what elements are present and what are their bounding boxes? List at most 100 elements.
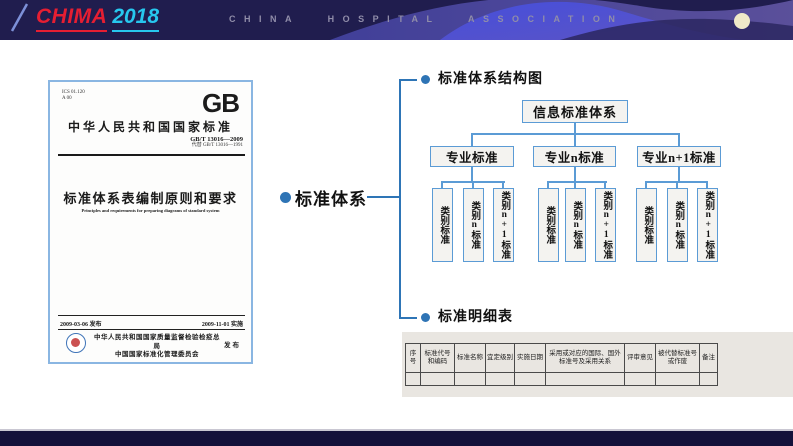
tree-connector	[678, 167, 680, 182]
cover-divider	[58, 154, 245, 156]
tree-connector	[574, 134, 576, 146]
tree-connector	[471, 167, 473, 182]
column-header: 实施日期	[514, 343, 546, 373]
footer-divider-line	[0, 429, 793, 431]
tree-connector	[604, 182, 606, 188]
ics-line2: A 00	[62, 96, 72, 101]
tree-root-box: 信息标准体系	[522, 100, 628, 123]
tree-connector	[706, 182, 708, 188]
tree-level3-box: 类别n+1标准	[595, 188, 616, 262]
standard-detail-table: 序号 标准代号和编码 标准名称 宜定级别 实施日期 采用或对应的国际、国外标准号…	[405, 343, 718, 386]
national-standard-banner: 中华人民共和国国家标准	[67, 120, 233, 134]
standard-code-block: GB/T 13016—2009 代替 GB/T 13016—1991	[190, 136, 243, 149]
aqsiq-emblem-icon	[66, 333, 86, 353]
header-wave-decoration	[10, 0, 793, 40]
cover-footer-divider-top	[58, 315, 245, 316]
tree-level3-box: 类别标准	[538, 188, 559, 262]
tree-connector	[471, 134, 473, 146]
tree-connector	[574, 122, 576, 134]
tree-connector	[547, 181, 607, 183]
tree-level3-box: 类别n+1标准	[697, 188, 718, 262]
table-cell	[699, 372, 718, 386]
publish-label: 发布	[224, 342, 241, 349]
table-cell	[405, 372, 421, 386]
standard-title-en: Principles and requirements for preparin…	[81, 208, 220, 213]
detail-bullet-icon	[421, 313, 430, 322]
tree-level3-label: 类别标准	[544, 206, 555, 244]
table-cell	[514, 372, 546, 386]
gb-logo-icon: GB	[202, 88, 240, 118]
slide-footer-bar	[0, 431, 793, 446]
date-row: 2009-03-06 发布 2009-11-01 实施	[60, 319, 243, 328]
structure-bullet-icon	[421, 75, 430, 84]
bracket-mid-line	[367, 196, 399, 198]
column-header: 采用或对应的国际、国外标准号及采用关系	[545, 343, 625, 373]
slash-decoration-icon	[10, 3, 29, 32]
column-header: 标准名称	[454, 343, 486, 373]
tree-connector	[574, 182, 576, 188]
implementation-date: 2009-11-01 实施	[201, 322, 243, 328]
bracket-top-stub	[399, 79, 417, 81]
table-cell	[454, 372, 486, 386]
detail-section-title: 标准明细表	[438, 310, 513, 325]
table-cell	[545, 372, 625, 386]
table-cell	[624, 372, 656, 386]
main-bullet-label: 标准体系	[295, 190, 367, 209]
column-header: 宜定级别	[485, 343, 515, 373]
table-row	[405, 372, 718, 386]
structure-section-title: 标准体系结构图	[438, 72, 543, 87]
main-bullet-icon	[280, 192, 291, 203]
tree-connector	[645, 182, 647, 188]
standard-code: GB/T 13016—2009	[190, 136, 243, 143]
tree-connector	[676, 182, 678, 188]
tree-level2-box: 专业n+1标准	[637, 146, 721, 167]
column-header: 序号	[405, 343, 421, 373]
column-header: 被代替标准号或作废	[655, 343, 700, 373]
standard-title-cn: 标准体系表编制原则和要求	[63, 191, 238, 206]
tree-level3-label: 类别n+1标准	[601, 191, 612, 259]
tree-connector	[547, 182, 549, 188]
tree-level3-label: 类别标准	[642, 206, 653, 244]
column-header: 评审意见	[624, 343, 656, 373]
tree-level3-box: 类别n标准	[463, 188, 484, 262]
tree-level3-box: 类别标准	[636, 188, 657, 262]
tree-connector	[574, 167, 576, 182]
replaced-standard: 代替 GB/T 13016—1991	[191, 143, 243, 148]
tree-connector	[441, 182, 443, 188]
tree-level3-label: 类别n+1标准	[703, 191, 714, 259]
bracket-vertical-line	[399, 79, 401, 319]
logo-year-text: 2018	[112, 5, 160, 32]
issuer-block: 中华人民共和国国家质量监督检验检疫总局 中国国家标准化管理委员会	[92, 334, 222, 360]
tree-level3-label: 类别n标准	[469, 201, 480, 249]
tree-connector	[678, 134, 680, 146]
tree-level3-label: 类别n标准	[571, 201, 582, 249]
issuer-line1: 中华人民共和国国家质量监督检验检疫总局	[94, 334, 220, 350]
tree-level3-label: 类别标准	[438, 206, 449, 244]
table-cell	[420, 372, 455, 386]
bracket-bottom-stub	[399, 317, 417, 319]
table-cell	[655, 372, 700, 386]
tree-level3-box: 类别n+1标准	[493, 188, 514, 262]
chima-logo-text: CHIMA	[36, 5, 108, 32]
cover-footer-divider-bottom	[58, 329, 245, 330]
ics-line1: ICS 01.120	[62, 90, 85, 95]
tree-level3-box: 类别标准	[432, 188, 453, 262]
table-cell	[485, 372, 515, 386]
ics-classification: ICS 01.120 A 00	[62, 90, 85, 102]
issue-date: 2009-03-06 发布	[60, 322, 102, 328]
issuer-line2: 中国国家标准化管理委员会	[115, 351, 199, 358]
tree-level3-label: 类别n标准	[673, 201, 684, 249]
tree-level2-box: 专业标准	[430, 146, 514, 167]
tree-level2-box: 专业n标准	[533, 146, 616, 167]
tree-level3-box: 类别n标准	[565, 188, 586, 262]
dot-decoration-icon	[734, 13, 750, 29]
table-header-row: 序号 标准代号和编码 标准名称 宜定级别 实施日期 采用或对应的国际、国外标准号…	[405, 343, 718, 373]
column-header: 标准代号和编码	[420, 343, 455, 373]
tree-connector	[472, 182, 474, 188]
tree-level3-label: 类别n+1标准	[499, 191, 510, 259]
column-header: 备注	[699, 343, 718, 373]
gb-standard-cover-image: ICS 01.120 A 00 GB 中华人民共和国国家标准 GB/T 1301…	[48, 80, 253, 364]
